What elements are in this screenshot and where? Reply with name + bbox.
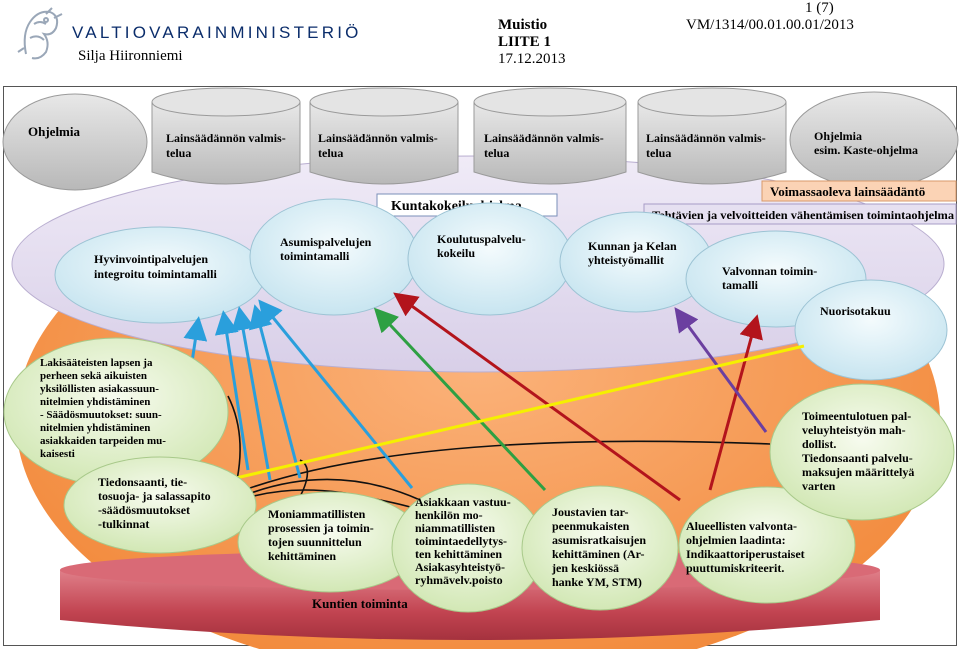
page-number: 1 (7) (805, 0, 834, 16)
regional-supervision-ellipse (678, 486, 856, 604)
legislation-cylinder-1 (151, 87, 301, 185)
legislation-cylinder-2 (309, 87, 459, 185)
child-plans-label: Lakisääteisten lapsen ja perheen sekä ai… (40, 357, 169, 460)
program-left-label: Ohjelmia (28, 124, 80, 139)
municipal-operations-label: Kuntien toiminta (312, 596, 408, 611)
document-type: Muistio (498, 17, 548, 33)
education-label: Koulutuspalvelu-kokeilu (437, 232, 526, 260)
subsistence-ellipse (769, 383, 955, 521)
document-date: 17.12.2013 (498, 51, 566, 67)
legislation-4-label: Lainsäädännön valmis-telua (646, 131, 766, 160)
multiprofessional-label: Moniammatillisten prosessien ja toimin- … (268, 507, 377, 563)
flexible-housing-ellipse (521, 485, 679, 611)
relation-arrows (183, 292, 805, 502)
reference-number: VM/1314/00.01.00.01/2013 (686, 17, 854, 33)
legislation-1-label: Lainsäädännön valmis-telua (166, 131, 286, 160)
legislation-3-label: Lainsäädännön valmis-telua (484, 131, 604, 160)
ministry-lion-logo (16, 4, 66, 62)
current-legislation-label: Voimassaoleva lainsäädäntö (770, 184, 925, 199)
program-left-ellipse (2, 93, 148, 191)
current-legislation-box (761, 180, 957, 202)
legislation-cylinder-4 (637, 87, 787, 185)
education-ellipse (407, 202, 573, 316)
data-protection-ellipse (63, 456, 257, 554)
supervision-label: Valvonnan toimin-tamalli (722, 264, 817, 292)
flexible-housing-label: Joustavien tar- peenmukaisten asumisratk… (551, 505, 649, 589)
attachment-label: LIITE 1 (498, 34, 551, 50)
regional-supervision-label: Alueellisten valvonta- ohjelmien laadint… (686, 519, 808, 575)
author: Silja Hiironniemi (78, 48, 183, 64)
data-protection-label: Tiedonsaanti, tie- tosuoja- ja salassapi… (98, 475, 214, 531)
legislation-cylinder-3 (473, 87, 627, 185)
client-responsible-label: Asiakkaan vastuu- henkilön mo- niammatil… (415, 495, 514, 587)
youth-guarantee-ellipse (794, 279, 948, 381)
ministry-name: VALTIOVARAINMINISTERIÖ (72, 23, 362, 42)
subsistence-label: Toimeentulotuen pal- veluyhteistyön mah-… (802, 409, 917, 493)
youth-guarantee-label: Nuorisotakuu (820, 304, 891, 318)
legislation-2-label: Lainsäädännön valmis-telua (318, 131, 438, 160)
reduction-program-label: Tehtävien ja velvoitteiden vähentämisen … (652, 208, 954, 222)
